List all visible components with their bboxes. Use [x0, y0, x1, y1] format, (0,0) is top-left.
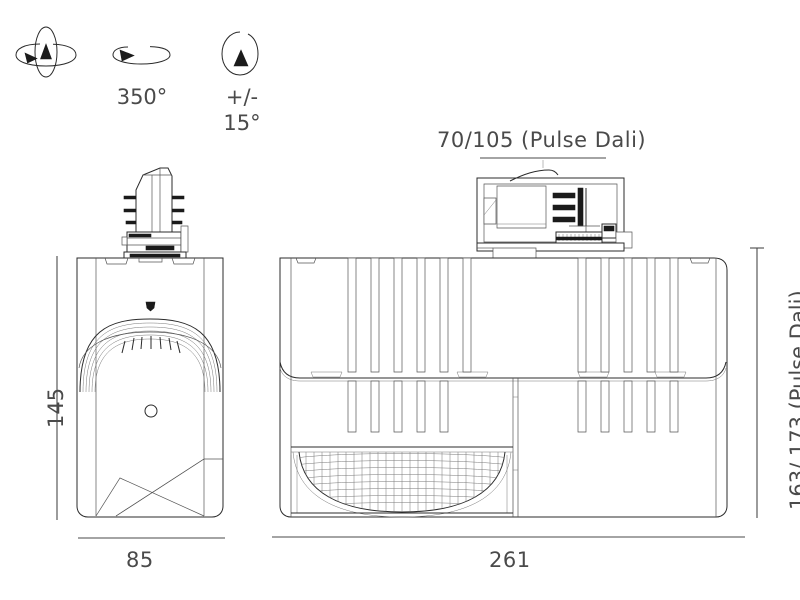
vertical-rotation-icon — [221, 31, 259, 76]
tilt-rotation-label-line2: 15° — [223, 111, 261, 135]
side-view-driver-housing — [476, 169, 633, 261]
driver-height-dimension-label: 70/105 (Pulse Dali) — [437, 128, 647, 152]
overall-height-dimension-label: 163/ 173 (Pulse Dali) — [786, 290, 800, 510]
front-view-base-chamfer — [95, 458, 223, 517]
front-view-body — [76, 257, 224, 518]
side-view-drawing — [279, 169, 728, 518]
tilt-rotation-label-line1: +/- — [225, 85, 259, 109]
pan-rotation-label: 350° — [116, 85, 168, 109]
dimension-lines — [56, 157, 764, 539]
front-view-track-adapter — [121, 167, 189, 259]
side-view-cooling-fins-upper — [347, 257, 679, 373]
dual-axis-rotation-icon — [15, 26, 77, 78]
side-view-length-dimension-label: 261 — [489, 548, 531, 572]
front-view-drawing — [76, 167, 224, 518]
front-view-height-dimension-label: 145 — [44, 387, 68, 428]
horizontal-rotation-icon — [112, 46, 171, 65]
front-view-width-dimension-label: 85 — [126, 548, 154, 572]
side-view-body — [279, 257, 728, 518]
front-view-tilt-scale — [78, 301, 222, 393]
front-view-pivot-screw — [144, 404, 158, 418]
side-view-cooling-fins-lower — [347, 380, 679, 433]
